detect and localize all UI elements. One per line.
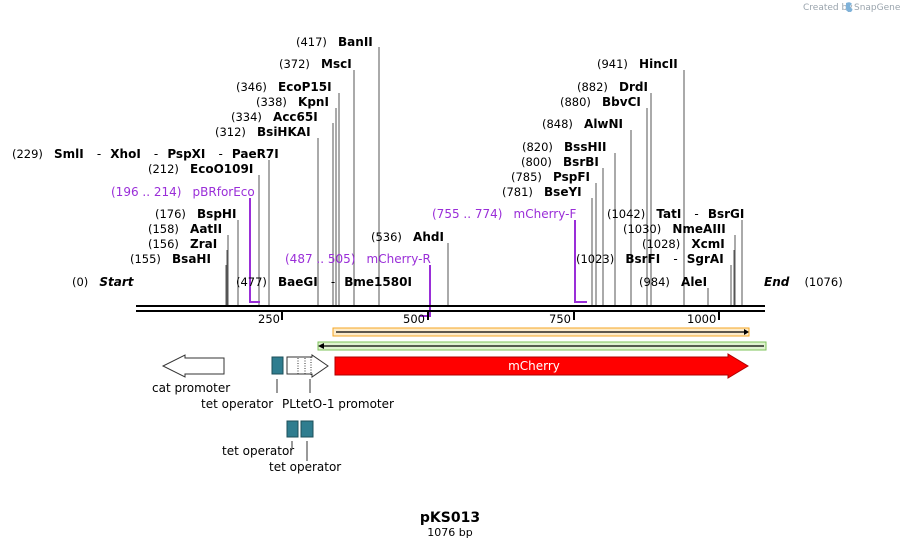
mcherry-label: mCherry bbox=[508, 359, 560, 373]
enzyme-tati-group[interactable]: (1042) TatI - BsrGI bbox=[607, 203, 744, 222]
green-range-bar[interactable] bbox=[317, 341, 767, 351]
enzyme-bseyi[interactable]: (781) BseYI bbox=[502, 181, 582, 200]
enzyme-hincii[interactable]: (941) HincII bbox=[597, 53, 678, 72]
plasmid-length: 1076 bp bbox=[427, 526, 472, 539]
pltet-promoter-label: PLtetO-1 promoter bbox=[282, 397, 394, 411]
enzyme-zrai[interactable]: (156) ZraI bbox=[148, 233, 217, 252]
tet-operator-2-label: tet operator bbox=[222, 444, 294, 458]
sequence-backbone bbox=[136, 305, 765, 312]
enzyme-banii[interactable]: (417) BanII bbox=[296, 31, 373, 50]
ruler-ticks bbox=[281, 311, 720, 320]
enzyme-alei[interactable]: (984) AleI bbox=[639, 271, 707, 290]
tet-operator-box-2[interactable] bbox=[286, 420, 299, 438]
enzyme-nmeaiii[interactable]: (1030) NmeAIII bbox=[623, 218, 726, 237]
enzyme-bbvci[interactable]: (880) BbvCI bbox=[560, 91, 641, 110]
primer-pbrforeco[interactable]: (196 .. 214) pBRforEco bbox=[111, 181, 255, 200]
plasmid-name: pKS013 bbox=[420, 510, 480, 526]
enzyme-bsihkai[interactable]: (312) BsiHKAI bbox=[215, 121, 311, 140]
enzyme-ahdi[interactable]: (536) AhdI bbox=[371, 226, 444, 245]
enzyme-acc65i[interactable]: (334) Acc65I bbox=[231, 106, 318, 125]
cut-site-lines bbox=[225, 47, 743, 306]
ruler-label-500: 500 bbox=[403, 312, 425, 326]
start-label: (0) Start bbox=[72, 271, 135, 290]
orange-range-bar[interactable] bbox=[332, 327, 750, 337]
snapgene-logo-icon bbox=[846, 2, 853, 13]
enzyme-pspfi[interactable]: (785) PspFI bbox=[511, 166, 590, 185]
enzyme-bsrfi-group[interactable]: (1023) BsrFI - SgrAI bbox=[576, 248, 724, 267]
ruler-label-750: 750 bbox=[549, 312, 571, 326]
enzyme-bsphi[interactable]: (176) BspHI bbox=[155, 203, 236, 222]
enzyme-bsahi[interactable]: (155) BsaHI bbox=[130, 248, 211, 267]
enzyme-ecoo109i[interactable]: (212) EcoO109I bbox=[148, 158, 253, 177]
enzyme-bsshii[interactable]: (820) BssHII bbox=[522, 136, 606, 155]
primer-mcherry-f[interactable]: (755 .. 774) mCherry-F bbox=[432, 203, 576, 222]
ruler-label-1000: 1000 bbox=[687, 312, 716, 326]
primer-mcherry-r[interactable]: (487 .. 505) mCherry-R bbox=[285, 248, 431, 267]
enzyme-msci[interactable]: (372) MscI bbox=[279, 53, 352, 72]
enzyme-aatii[interactable]: (158) AatII bbox=[148, 218, 222, 237]
enzyme-alwni[interactable]: (848) AlwNI bbox=[542, 113, 623, 132]
end-label: End (1076) bbox=[764, 271, 843, 290]
enzyme-xcmi[interactable]: (1028) XcmI bbox=[642, 233, 725, 252]
tet-operator-3-label: tet operator bbox=[269, 460, 341, 474]
snapgene-brand: SnapGene bbox=[854, 3, 901, 13]
tet-operator-box[interactable] bbox=[271, 356, 284, 375]
cat-promoter-feature[interactable] bbox=[161, 354, 225, 378]
created-by-text: Created by bbox=[803, 3, 853, 13]
enzyme-smli-group[interactable]: (229) SmlI - XhoI - PspXI - PaeR7I bbox=[12, 143, 279, 162]
mcherry-feature[interactable] bbox=[334, 353, 749, 379]
ruler-label-250: 250 bbox=[258, 312, 280, 326]
enzyme-bsrbi[interactable]: (800) BsrBI bbox=[521, 151, 599, 170]
enzyme-baegi-group[interactable]: (477) BaeGI - Bme1580I bbox=[236, 271, 412, 290]
enzyme-ecop15i[interactable]: (346) EcoP15I bbox=[236, 76, 332, 95]
enzyme-drdi[interactable]: (882) DrdI bbox=[577, 76, 648, 95]
tet-operator-box-3[interactable] bbox=[300, 420, 314, 438]
pltet-promoter-feature[interactable] bbox=[286, 354, 329, 378]
enzyme-kpni[interactable]: (338) KpnI bbox=[256, 91, 329, 110]
tet-operator-label: tet operator bbox=[201, 397, 273, 411]
primer-markers bbox=[249, 198, 587, 317]
cat-promoter-label: cat promoter bbox=[152, 381, 230, 395]
